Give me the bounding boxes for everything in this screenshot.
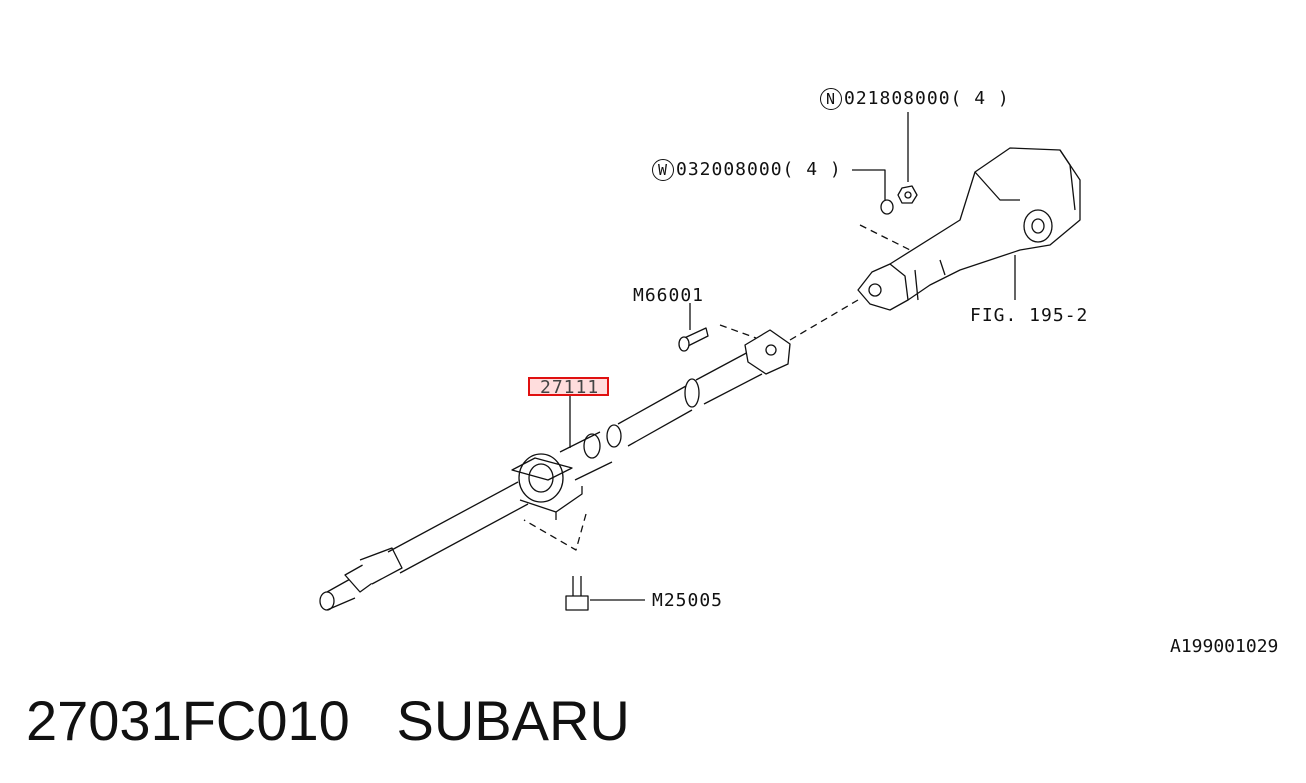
washer-callout-text: 032008000( 4 ) — [676, 159, 842, 180]
front-tube — [387, 481, 529, 574]
rear-flange-yoke — [744, 329, 791, 375]
propeller-shaft-diagram — [319, 112, 1081, 611]
part-number-label: 27111 — [540, 377, 600, 398]
nut-part — [897, 185, 918, 204]
upper-bolt-label: M66001 — [633, 285, 705, 306]
rear-tube — [559, 349, 763, 481]
connection-lines — [523, 224, 911, 551]
center-bearing — [511, 453, 583, 520]
part-number-highlight[interactable] — [528, 377, 609, 396]
upper-bolt-part — [678, 327, 709, 352]
nut-callout-text: 021808000( 4 ) — [844, 88, 1010, 109]
nut-symbol: N — [820, 88, 842, 110]
lower-bolt-label: M25005 — [652, 590, 724, 611]
washer-part — [880, 199, 894, 215]
washer-symbol: W — [652, 159, 674, 181]
figure-reference: FIG. 195-2 — [970, 305, 1089, 326]
footer-title: 27031FC010 SUBARU — [26, 689, 630, 752]
diagram-id: A199001029 — [1170, 636, 1279, 657]
differential-housing — [857, 147, 1081, 311]
lower-bolt-part — [565, 576, 589, 611]
front-yoke — [319, 547, 403, 611]
leader-lines — [569, 112, 1016, 601]
